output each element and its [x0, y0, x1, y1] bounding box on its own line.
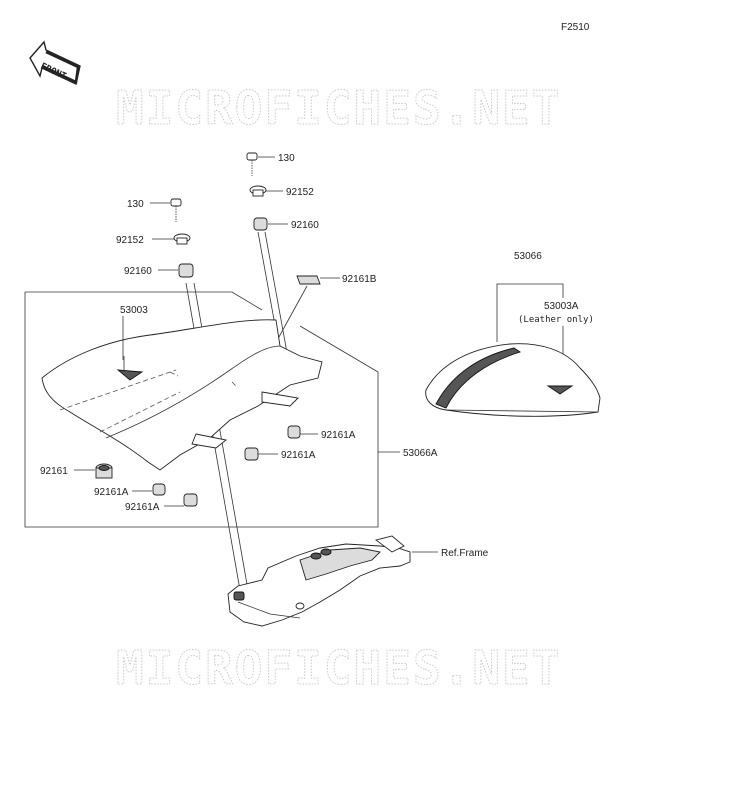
- watermark-top: MICROFICHES.NET: [116, 81, 561, 135]
- damper-92161A-3-icon: [152, 483, 166, 496]
- damper-92161A-2-icon: [244, 447, 259, 461]
- damper-92161B-icon: [296, 275, 321, 285]
- bolt-130-right-icon: [246, 152, 258, 176]
- label-leather-only: (Leather only): [518, 315, 594, 325]
- label-92160-left: 92160: [124, 266, 152, 277]
- label-53003: 53003: [120, 305, 148, 316]
- label-92161B: 92161B: [342, 274, 377, 285]
- label-130-left: 130: [127, 199, 144, 210]
- watermark-bottom: MICROFICHES.NET: [116, 641, 561, 695]
- damper-92161A-4-icon: [183, 493, 198, 507]
- frame-ref: [227, 535, 411, 627]
- label-92161A-1: 92161A: [321, 430, 356, 441]
- damper-92160-right-icon: [253, 217, 268, 231]
- front-seat-53003: [41, 319, 323, 471]
- label-92160-right: 92160: [291, 220, 319, 231]
- label-92152-left: 92152: [116, 235, 144, 246]
- figure-code: F2510: [561, 22, 590, 33]
- group-box-53066A: [24, 292, 379, 528]
- damper-92161A-1-icon: [287, 425, 301, 439]
- damper-92161-icon: [95, 463, 113, 479]
- collar-92152-right-icon: [249, 185, 267, 197]
- label-53003A: 53003A: [544, 301, 579, 312]
- bolt-130-left-icon: [170, 198, 182, 222]
- label-53066A: 53066A: [403, 448, 438, 459]
- label-92161A-4: 92161A: [125, 502, 160, 513]
- label-92161: 92161: [40, 466, 68, 477]
- label-92161A-2: 92161A: [281, 450, 316, 461]
- label-ref-frame: Ref.Frame: [441, 548, 489, 559]
- label-92152-right: 92152: [286, 187, 314, 198]
- rear-seat-cowl-53066: [425, 343, 601, 417]
- label-130-right: 130: [278, 153, 295, 164]
- collar-92152-left-icon: [173, 233, 191, 245]
- damper-92160-left-icon: [178, 263, 194, 278]
- front-arrow-icon: FRONT: [29, 40, 81, 86]
- label-92161A-3: 92161A: [94, 487, 129, 498]
- label-53066: 53066: [514, 251, 542, 262]
